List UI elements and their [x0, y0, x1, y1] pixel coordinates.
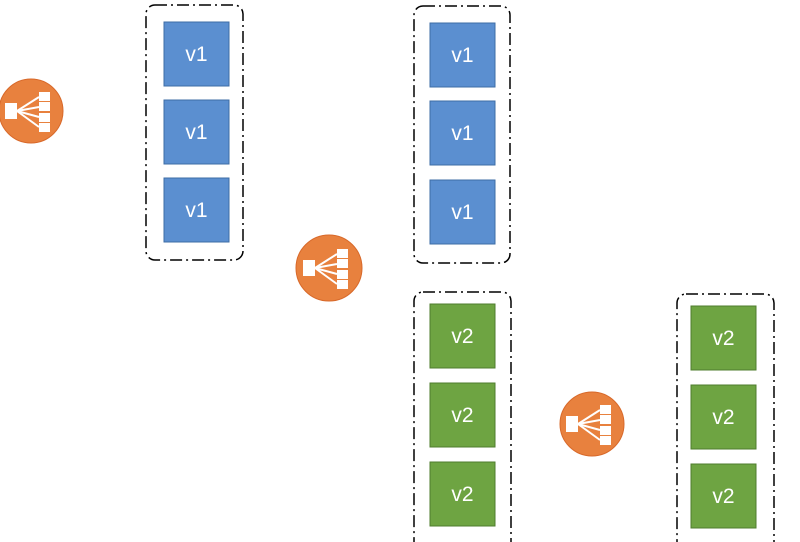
instance-node: v2 — [690, 305, 757, 371]
group-border — [145, 4, 244, 261]
instance-node: v2 — [429, 303, 496, 369]
node-label: v1 — [451, 44, 473, 67]
instance-node: v1 — [163, 99, 230, 165]
instance-node: v1 — [163, 177, 230, 243]
node-label: v2 — [451, 483, 473, 506]
group-border — [413, 5, 511, 264]
instance-group-v1-right: v1 v1 v1 — [413, 5, 511, 264]
instance-group-v2-middle: v2 v2 v2 — [413, 291, 512, 542]
node-label: v1 — [185, 199, 207, 222]
instance-node: v1 — [429, 22, 496, 88]
node-label: v1 — [185, 43, 207, 66]
node-label: v1 — [451, 122, 473, 145]
node-label: v2 — [712, 485, 734, 508]
instance-node: v2 — [690, 384, 757, 450]
instance-node: v2 — [690, 463, 757, 529]
node-label: v2 — [712, 406, 734, 429]
node-label: v1 — [451, 201, 473, 224]
load-balancer-icon — [295, 234, 363, 302]
instance-group-v2-right: v2 v2 v2 — [676, 293, 775, 542]
node-label: v1 — [185, 121, 207, 144]
node-label: v2 — [451, 325, 473, 348]
instance-node: v1 — [163, 21, 230, 87]
load-balancer-icon — [559, 391, 625, 457]
node-label: v2 — [451, 404, 473, 427]
group-border — [676, 293, 775, 542]
instance-group-v1-left: v1 v1 v1 — [145, 4, 244, 261]
node-label: v2 — [712, 327, 734, 350]
instance-node: v2 — [429, 461, 496, 527]
group-border — [413, 291, 512, 542]
instance-node: v1 — [429, 179, 496, 245]
load-balancer-icon — [0, 78, 64, 144]
instance-node: v2 — [429, 382, 496, 448]
instance-node: v1 — [429, 100, 496, 166]
